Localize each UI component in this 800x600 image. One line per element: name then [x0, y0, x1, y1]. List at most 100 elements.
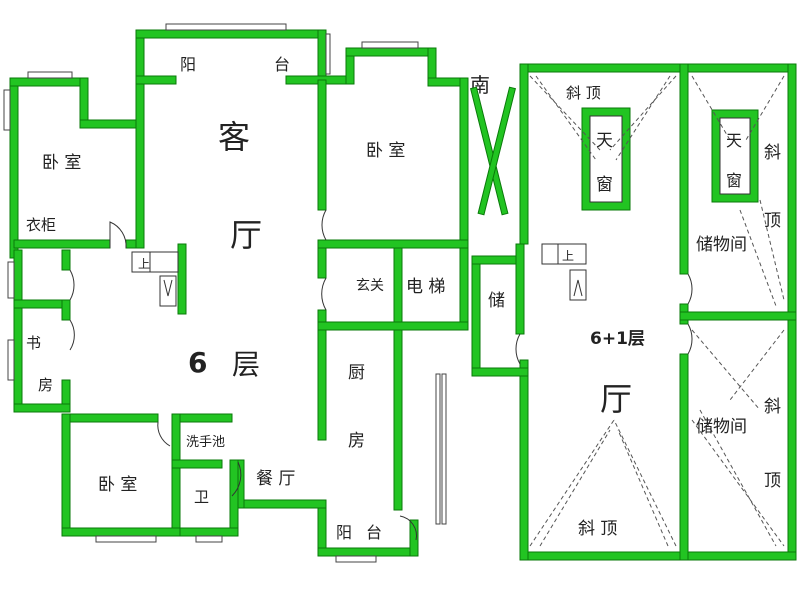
window — [3, 89, 11, 131]
wall — [519, 359, 529, 561]
door-swing — [515, 333, 521, 365]
window — [361, 41, 419, 49]
balcony-bottom-label-1: 阳 — [336, 523, 352, 542]
wall — [61, 249, 71, 271]
wall — [135, 29, 327, 39]
slope-line — [617, 429, 669, 547]
door-swing — [399, 515, 417, 541]
wall — [13, 249, 23, 411]
balcony-top-label-1: 阳 — [180, 55, 196, 74]
slope-line — [691, 329, 761, 411]
stair-arrow — [573, 279, 583, 297]
wall — [317, 547, 419, 557]
floor7-doors — [515, 273, 693, 365]
slope-line — [529, 75, 601, 151]
compass: 南 — [470, 73, 516, 216]
wall — [317, 29, 327, 81]
door-swing — [157, 421, 171, 447]
wall — [515, 243, 525, 335]
compass-arrow — [477, 86, 516, 216]
wall — [471, 255, 481, 377]
window — [165, 23, 287, 31]
wall — [317, 247, 327, 279]
wardrobe-label: 衣柜 — [26, 216, 56, 234]
slope-line — [609, 75, 677, 151]
bedroom-ne-label: 卧 室 — [366, 141, 405, 161]
floor7-walls — [471, 63, 797, 561]
living-room-label-1: 客 — [218, 118, 250, 156]
wall — [61, 413, 159, 423]
floor7-stair — [541, 243, 587, 301]
storage-2-label: 储物间 — [696, 417, 747, 437]
wall — [135, 75, 177, 85]
stair-box — [159, 275, 177, 307]
wall — [135, 29, 145, 249]
slope-line — [691, 75, 731, 141]
stair-box — [569, 269, 587, 301]
door-swing — [231, 461, 242, 497]
study-label-1: 书 — [26, 334, 41, 352]
wash-basin-label: 洗手池 — [186, 435, 225, 450]
door-swing — [69, 269, 75, 301]
toilet-label: 卫 — [194, 488, 209, 506]
study-label-2: 房 — [38, 376, 53, 394]
wall — [459, 77, 469, 249]
entrance-label: 玄关 — [356, 277, 384, 294]
wall — [61, 413, 71, 537]
wall — [345, 47, 437, 57]
wall — [393, 329, 403, 511]
floor7-labels: 斜 顶 天 窗 天 窗 斜 顶 储物间 储 6+1层 厅 储物间 斜 顶 斜 顶… — [488, 84, 781, 539]
door-swing — [69, 319, 75, 351]
floor-unit: 层 — [232, 348, 260, 381]
window — [95, 535, 157, 543]
wall — [13, 403, 71, 413]
compass-arrow — [470, 86, 509, 216]
wall — [61, 299, 71, 321]
floor-number: 6 — [188, 346, 207, 379]
slope-line — [615, 75, 671, 161]
floor6-walls — [9, 29, 469, 557]
wall — [177, 243, 187, 315]
window — [435, 373, 441, 525]
window — [195, 535, 223, 543]
slope-line — [739, 209, 777, 307]
living-room-label-2: 厅 — [230, 216, 262, 254]
wall — [61, 527, 181, 537]
slope-right-top-label-2: 顶 — [764, 211, 781, 231]
door-swing — [321, 277, 327, 311]
storage-small-label: 储 — [488, 291, 505, 311]
skylight-1-label-1: 天 — [596, 131, 613, 151]
slope-right-bottom-label-2: 顶 — [764, 471, 781, 491]
slope-line — [535, 75, 597, 161]
hall-label: 厅 — [600, 380, 632, 418]
bedroom-nw-label: 卧 室 — [42, 153, 81, 173]
wall — [519, 63, 797, 73]
wall — [409, 519, 419, 557]
window — [27, 71, 73, 79]
slope-line — [529, 419, 615, 547]
wall — [171, 413, 233, 423]
wall — [171, 459, 223, 469]
balcony-bottom-label-2: 台 — [366, 523, 382, 542]
wall — [679, 63, 689, 275]
wall — [393, 247, 403, 329]
wall — [471, 255, 523, 265]
wall — [13, 239, 111, 249]
door-swing — [109, 221, 127, 249]
slope-line — [613, 419, 677, 547]
slope-line — [539, 429, 611, 547]
skylight-2-label-2: 窗 — [726, 171, 742, 190]
floor6-labels: 阳 台 客 厅 卧 室 卧 室 衣柜 书 房 6 层 玄关 电 梯 厨 房 洗手… — [26, 55, 445, 542]
wall — [679, 353, 689, 561]
skylight-1-label-2: 窗 — [596, 175, 613, 195]
floor7-stair-up-label: 上 — [562, 249, 574, 263]
window — [335, 555, 377, 563]
stair-up-label: 上 — [138, 257, 150, 271]
window — [325, 33, 331, 75]
slope-line — [759, 199, 785, 301]
wall — [229, 459, 239, 537]
door-swing — [687, 273, 693, 305]
wall — [317, 79, 327, 211]
wall — [679, 311, 797, 321]
